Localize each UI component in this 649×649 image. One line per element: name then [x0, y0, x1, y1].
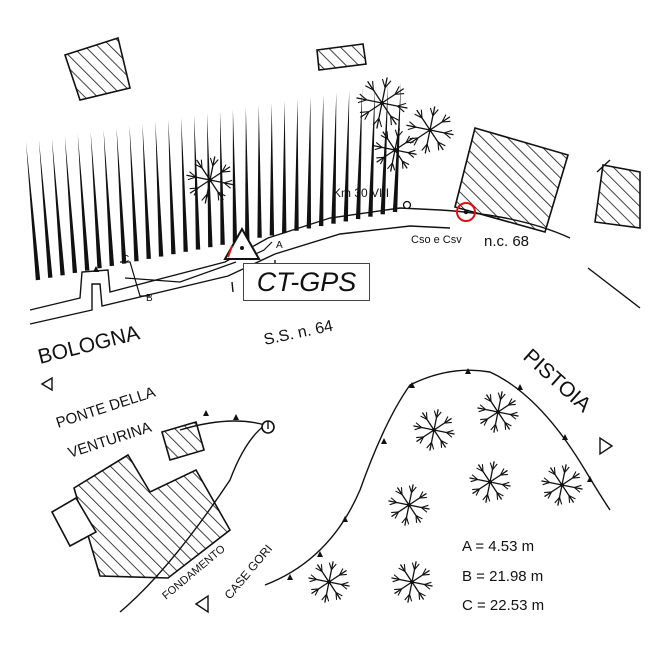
road-ss64 — [29, 207, 641, 325]
buildings — [50, 36, 641, 579]
tree-icon — [413, 409, 455, 451]
label-point-a: A — [276, 240, 283, 251]
tree-icon — [469, 461, 511, 503]
slope-tick — [517, 384, 523, 390]
gps-station-label: CT-GPS — [243, 263, 370, 301]
fence-stroke — [103, 129, 115, 267]
distance-legend: A = 4.53 m B = 21.98 m C = 22.53 m — [462, 538, 544, 614]
fence-stroke — [51, 137, 65, 276]
fence-stroke — [116, 127, 127, 264]
fence-stroke — [155, 121, 164, 257]
markers — [40, 159, 614, 614]
fence-stroke — [306, 96, 312, 229]
slope-tick — [203, 410, 209, 416]
fence-stroke — [392, 82, 401, 213]
slope-tick — [317, 551, 323, 557]
tree-icon — [373, 128, 417, 172]
building-annex — [50, 496, 98, 548]
building-nc68 — [454, 127, 569, 233]
fence-stroke — [142, 123, 151, 260]
fence-stroke — [318, 94, 324, 227]
fence-rows — [26, 82, 401, 281]
tree-icon — [186, 156, 234, 204]
tree-icon — [388, 484, 430, 526]
fence-stroke — [77, 133, 90, 271]
tree-icon — [391, 561, 433, 603]
slope-tick — [409, 382, 415, 388]
slope-tick — [587, 476, 593, 482]
fence-stroke — [355, 88, 363, 220]
slope-tick — [233, 414, 239, 420]
triangle-left-ponte — [40, 376, 53, 392]
fence-stroke — [90, 131, 102, 269]
fence-stroke — [194, 115, 201, 250]
triangle-pistoia — [599, 436, 614, 456]
fence-stroke — [219, 110, 225, 245]
fence-stroke — [129, 125, 139, 262]
label-case-gori: CASE GORI — [222, 542, 276, 602]
fence-stroke — [331, 92, 337, 224]
fence-stroke — [282, 100, 287, 234]
label-point-c: C — [122, 254, 129, 265]
building-small-ponte — [161, 421, 205, 461]
fence-stroke — [26, 142, 41, 281]
fence-stroke — [343, 90, 350, 222]
label-km: Km 30 VIII — [333, 186, 389, 200]
label-bologna: BOLOGNA — [36, 321, 142, 368]
distance-c: C = 22.53 m — [462, 597, 544, 614]
slope-tick — [381, 438, 387, 444]
fence-stroke — [64, 135, 78, 274]
trees — [186, 77, 583, 603]
label-cso-csv: Cso e Csv — [411, 234, 462, 246]
tree-icon — [308, 561, 350, 603]
slope-ticks — [93, 266, 593, 580]
tree-icon — [356, 77, 408, 129]
tree-icon — [541, 464, 583, 506]
small-segment — [596, 159, 611, 173]
label-nc: n.c. 68 — [484, 233, 529, 250]
label-road: S.S. n. 64 — [262, 318, 334, 349]
building-right — [594, 164, 641, 229]
slope-tick — [287, 574, 293, 580]
fence-stroke — [368, 86, 376, 217]
gps-station-marker — [223, 226, 261, 260]
fence-stroke — [181, 117, 188, 252]
fence-stroke — [269, 102, 275, 236]
terrain-lines — [119, 369, 611, 613]
km-marker — [402, 200, 412, 210]
triangle-fondamento — [194, 594, 209, 614]
fence-stroke — [168, 119, 176, 255]
building-top-center — [316, 43, 367, 71]
building-top-left — [63, 36, 131, 101]
label-point-b: B — [146, 293, 153, 304]
distance-a: A = 4.53 m — [462, 538, 534, 555]
slope-tick — [562, 434, 568, 440]
slope-tick — [465, 368, 471, 374]
fence-stroke — [245, 106, 250, 241]
slope-tick — [93, 266, 99, 272]
fence-stroke — [294, 98, 299, 231]
cso-csv-marker — [456, 202, 476, 222]
tree-icon — [477, 391, 519, 433]
distance-b: B = 21.98 m — [462, 568, 543, 585]
slope-tick — [342, 516, 348, 522]
building-l-shape — [73, 453, 232, 579]
fence-stroke — [232, 108, 238, 243]
label-pistoia: PISTOIA — [519, 345, 596, 417]
tree-icon — [406, 106, 454, 154]
fence-stroke — [38, 139, 53, 278]
fence-stroke — [380, 84, 389, 215]
fence-stroke — [257, 104, 262, 238]
